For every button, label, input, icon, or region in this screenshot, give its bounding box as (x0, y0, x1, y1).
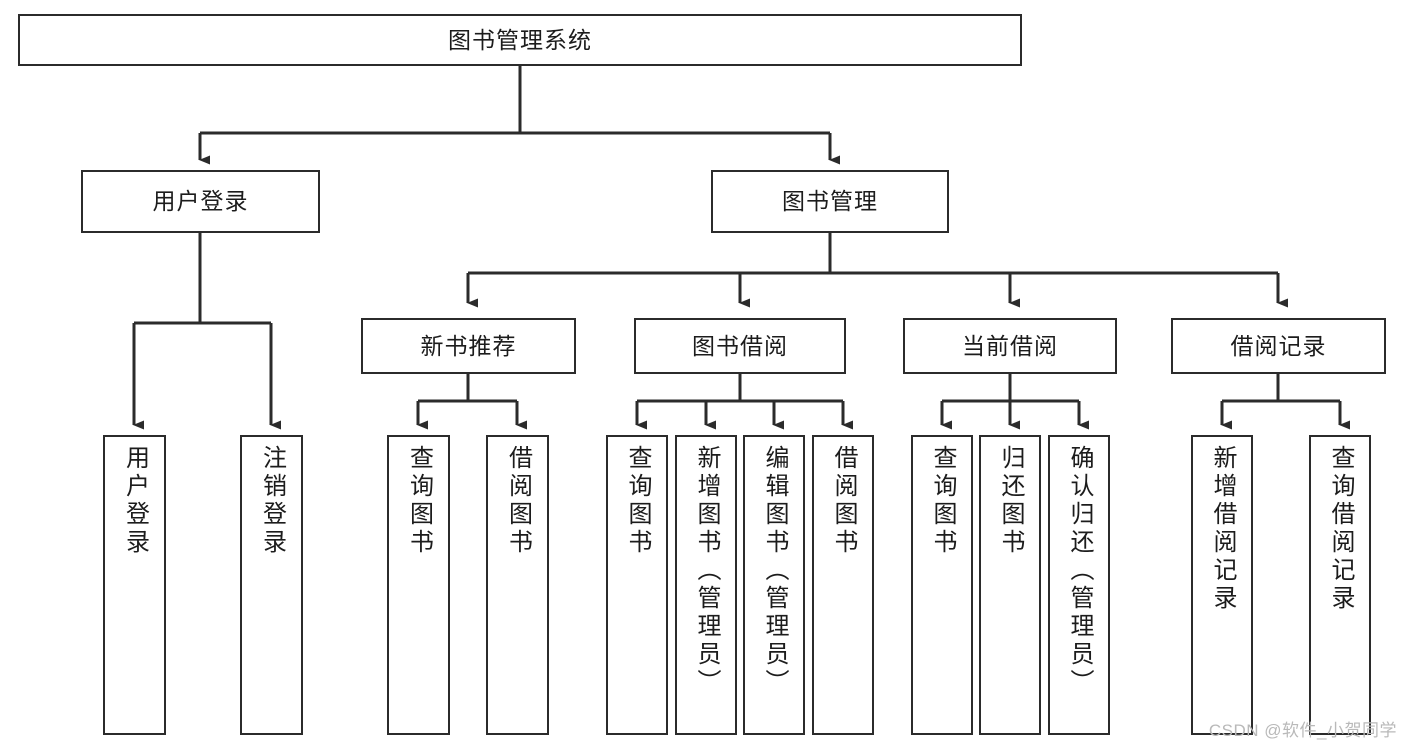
node-root-system[interactable]: 图书管理系统 (18, 14, 1022, 66)
leaf-record-query-record[interactable]: 查询借阅记录 (1309, 435, 1371, 735)
leaf-borrow-borrow-book[interactable]: 借阅图书 (812, 435, 874, 735)
node-label: 借阅图书 (830, 445, 857, 557)
node-label: 用户登录 (121, 445, 149, 557)
csdn-watermark: CSDN @软件_小贺同学 (1208, 721, 1397, 740)
node-label: 借阅图书 (504, 445, 532, 557)
leaf-recommend-borrow-book[interactable]: 借阅图书 (486, 435, 549, 735)
node-label: 查询图书 (929, 445, 956, 557)
node-label: 新增图书（管理员） (693, 445, 720, 697)
node-label: 归还图书 (997, 445, 1024, 557)
node-label: 借阅记录 (1230, 332, 1327, 359)
leaf-user-login-signout[interactable]: 注销登录 (240, 435, 303, 735)
leaf-current-query-book[interactable]: 查询图书 (911, 435, 973, 735)
node-label: 用户登录 (152, 188, 249, 215)
leaf-borrow-edit-book-admin[interactable]: 编辑图书（管理员） (743, 435, 805, 735)
node-label: 图书管理 (782, 188, 878, 215)
leaf-current-return-book[interactable]: 归还图书 (979, 435, 1041, 735)
node-borrow-record[interactable]: 借阅记录 (1171, 318, 1386, 374)
node-user-login[interactable]: 用户登录 (81, 170, 320, 233)
node-label: 图书管理系统 (448, 26, 592, 53)
node-label: 图书借阅 (692, 332, 788, 359)
node-label: 新书推荐 (420, 332, 517, 359)
leaf-user-login-signin[interactable]: 用户登录 (103, 435, 166, 735)
node-label: 确认归还（管理员） (1066, 445, 1093, 697)
node-label: 查询图书 (624, 445, 651, 557)
node-label: 当前借阅 (962, 332, 1058, 359)
node-label: 注销登录 (258, 445, 286, 557)
node-book-management[interactable]: 图书管理 (711, 170, 949, 233)
node-label: 查询借阅记录 (1327, 445, 1354, 613)
node-current-borrow[interactable]: 当前借阅 (903, 318, 1117, 374)
leaf-borrow-query-book[interactable]: 查询图书 (606, 435, 668, 735)
node-label: 编辑图书（管理员） (761, 445, 788, 697)
leaf-borrow-add-book-admin[interactable]: 新增图书（管理员） (675, 435, 737, 735)
node-label: 新增借阅记录 (1209, 445, 1236, 613)
node-label: 查询图书 (405, 445, 433, 557)
node-new-book-recommend[interactable]: 新书推荐 (361, 318, 576, 374)
leaf-record-add-record[interactable]: 新增借阅记录 (1191, 435, 1253, 735)
leaf-current-confirm-return-admin[interactable]: 确认归还（管理员） (1048, 435, 1110, 735)
leaf-recommend-query-book[interactable]: 查询图书 (387, 435, 450, 735)
node-book-borrow[interactable]: 图书借阅 (634, 318, 846, 374)
